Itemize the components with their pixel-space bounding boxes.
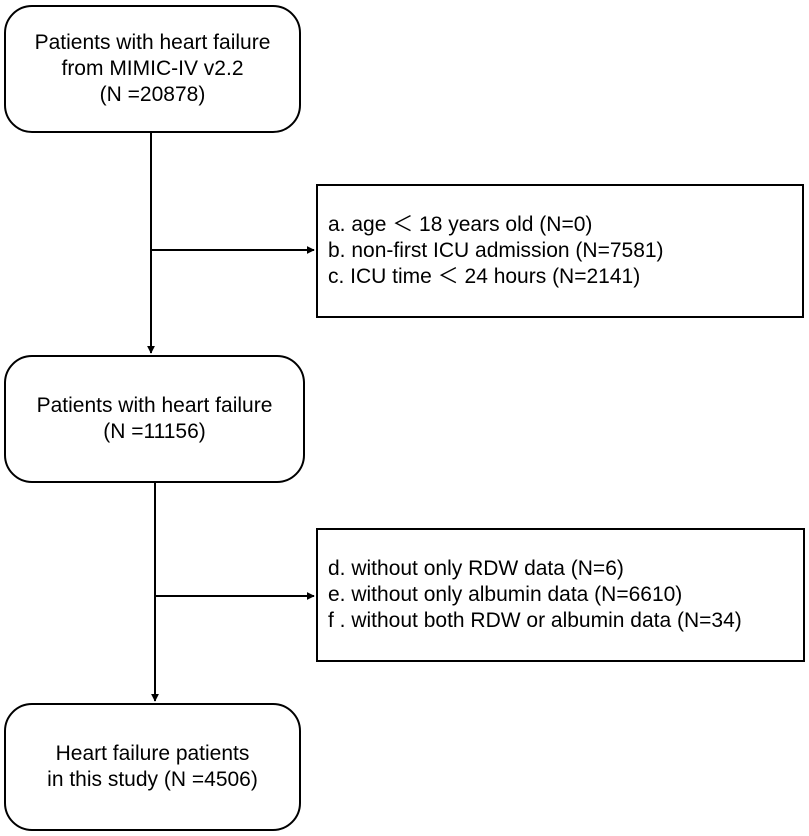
middle-line-2: (N =11156) <box>103 420 206 443</box>
start-line-3: (N =20878) <box>99 83 206 106</box>
middle-node: Patients with heart failure (N =11156) <box>4 355 305 483</box>
final-line-1: Heart failure patients <box>55 742 250 765</box>
start-node: Patients with heart failure from MIMIC-I… <box>4 5 301 133</box>
start-line-1: Patients with heart failure <box>34 31 271 54</box>
exclusion-2-line-e: e. without only albumin data (N=6610) <box>328 583 683 606</box>
exclusion-box-1: a. age ＜ 18 years old (N=0) b. non-first… <box>316 184 804 318</box>
exclusion-2-line-f: f . without both RDW or albumin data (N=… <box>328 609 742 632</box>
final-line-2: in this study (N =4506) <box>47 768 258 791</box>
exclusion-1-line-a: a. age ＜ 18 years old (N=0) <box>328 213 593 236</box>
exclusion-box-2: d. without only RDW data (N=6) e. withou… <box>316 528 805 662</box>
exclusion-2-line-d: d. without only RDW data (N=6) <box>328 557 624 580</box>
start-line-2: from MIMIC-IV v2.2 <box>61 57 244 80</box>
final-node: Heart failure patients in this study (N … <box>4 703 301 831</box>
exclusion-1-line-c: c. ICU time ＜ 24 hours (N=2141) <box>328 265 641 288</box>
middle-line-1: Patients with heart failure <box>36 394 273 417</box>
exclusion-1-line-b: b. non-first ICU admission (N=7581) <box>328 239 664 262</box>
